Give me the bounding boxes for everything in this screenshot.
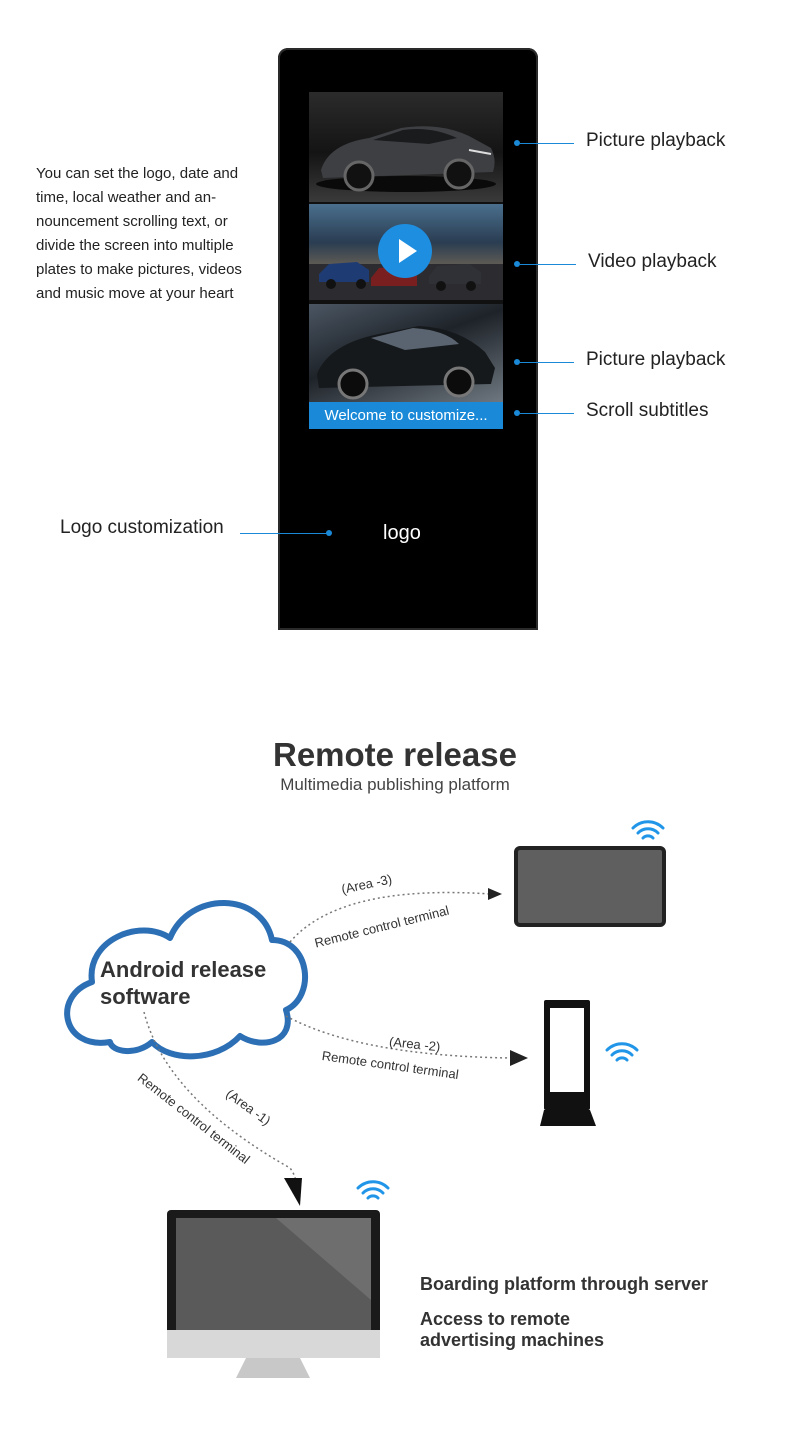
label-logo-customization: Logo customization xyxy=(60,517,224,538)
section-title: Remote release xyxy=(273,736,517,773)
arrow-icon xyxy=(284,1178,302,1206)
wall-display-device xyxy=(514,846,666,927)
callout-dot xyxy=(514,410,520,416)
callout-dot xyxy=(514,140,520,146)
kiosk-terminal-device xyxy=(540,1000,596,1126)
label-video-playback: Video playback xyxy=(588,251,717,272)
kiosk-logo: logo xyxy=(383,522,421,544)
server-description-2: Access to remote advertising machines xyxy=(420,1309,604,1351)
intro-description: You can set the logo, date and time, loc… xyxy=(36,162,261,306)
callout-line xyxy=(520,362,574,363)
server-description-1: Boarding platform through server xyxy=(420,1274,709,1294)
callout-line xyxy=(240,533,328,534)
callout-dot xyxy=(514,359,520,365)
intro-line: and music move at your heart xyxy=(36,285,234,302)
network-diagram xyxy=(64,820,666,1378)
arrow-icon xyxy=(510,1050,528,1066)
play-icon[interactable] xyxy=(377,223,433,279)
callout-dot xyxy=(514,261,520,267)
arrow-icon xyxy=(488,888,502,900)
callout-line xyxy=(520,413,574,414)
intro-line: nouncement scrolling text, or xyxy=(36,213,228,230)
cloud-icon xyxy=(64,900,309,1060)
connector-area-2 xyxy=(285,1015,513,1059)
desktop-monitor-device xyxy=(167,1210,380,1378)
wifi-icon xyxy=(631,820,665,840)
intro-line: time, local weather and an- xyxy=(36,189,217,206)
connector-area-3 xyxy=(289,891,491,943)
server-description-2-line-2: advertising machines xyxy=(420,1330,605,1350)
label-picture-playback-2: Picture playback xyxy=(586,349,726,370)
intro-line: You can set the logo, date and xyxy=(36,165,239,182)
label-scroll-subtitles: Scroll subtitles xyxy=(586,400,709,421)
callout-line xyxy=(520,143,574,144)
section-subtitle: Multimedia publishing platform xyxy=(280,775,510,794)
callout-dot xyxy=(326,530,332,536)
server-description-2-line-1: Access to remote xyxy=(420,1309,571,1329)
cloud-label: Android release software xyxy=(100,956,266,1010)
picture-panel-car-1 xyxy=(309,92,503,202)
wifi-icon xyxy=(605,1042,639,1062)
wifi-icon xyxy=(356,1180,390,1200)
cloud-label-line-2: software xyxy=(100,984,191,1009)
connector-area-1 xyxy=(143,1011,297,1185)
picture-panel-car-2 xyxy=(309,304,503,402)
cloud-label-line-1: Android release xyxy=(100,957,267,982)
kiosk-screen: Welcome to customize... xyxy=(309,92,503,429)
scroll-subtitle-bar: Welcome to customize... xyxy=(309,402,503,429)
cars-scene-image xyxy=(309,262,503,300)
car-image-2 xyxy=(317,326,495,400)
callout-line xyxy=(520,264,576,265)
car-image-1 xyxy=(316,126,496,192)
intro-line: divide the screen into multiple xyxy=(36,237,234,254)
intro-line: plates to make pictures, videos xyxy=(36,261,242,278)
video-panel[interactable] xyxy=(309,204,503,300)
label-picture-playback-1: Picture playback xyxy=(586,130,726,151)
